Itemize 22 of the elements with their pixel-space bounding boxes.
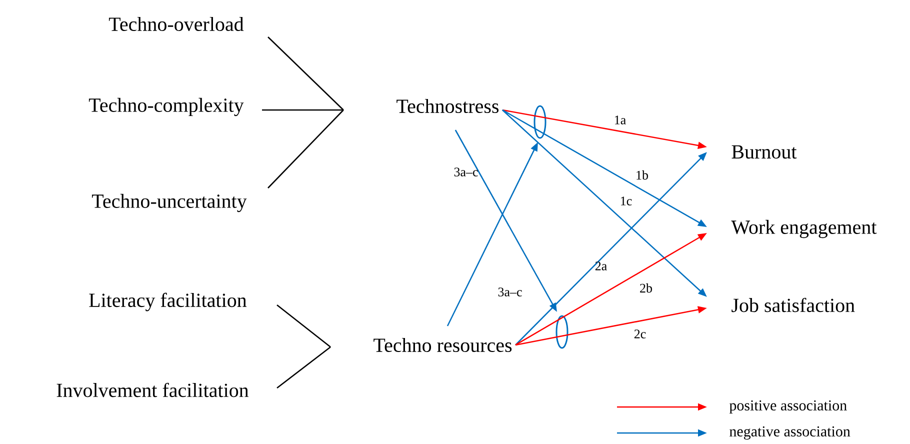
node-label: Techno-overload [108, 16, 244, 32]
node-label: Involvement facilitation [56, 382, 249, 398]
moderation-ellipse [534, 105, 546, 139]
edge-label: 3a–c [454, 168, 478, 176]
edge-label: 1c [621, 196, 632, 206]
node-label: Techno resources [374, 338, 512, 352]
edge-label: 1b [636, 170, 648, 180]
edge-label: 2b [640, 283, 652, 293]
node-label: Job satisfaction [732, 298, 855, 312]
node-label: Literacy facilitation [89, 292, 247, 312]
node-label: Techno-uncertainty [92, 194, 247, 212]
legend-label: positive association [729, 400, 847, 414]
edge-label: 2a [595, 262, 607, 270]
edge-label: 3a–c [498, 288, 522, 296]
moderation-ellipse [556, 315, 568, 349]
legend-label: negative association [730, 426, 850, 440]
node-label: Techno-complexity [88, 98, 244, 116]
node-label: Work engagement [731, 220, 877, 238]
node-label: Technostress [396, 98, 499, 114]
node-label: Burnout [732, 145, 797, 159]
edge-label: 1a [615, 116, 626, 124]
edge-label: 2c [634, 330, 646, 338]
